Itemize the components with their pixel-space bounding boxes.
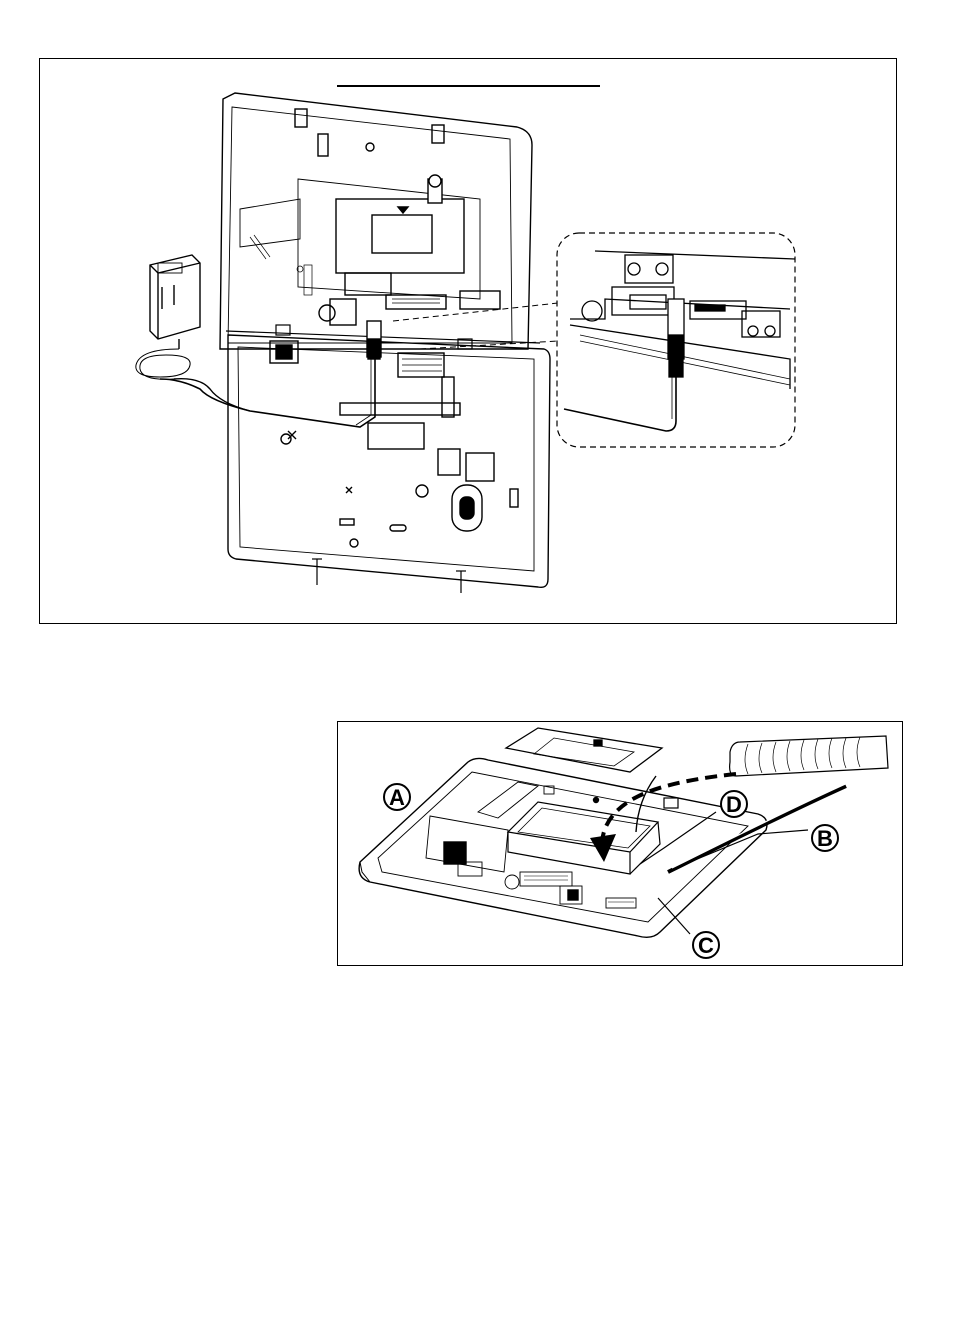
battery-line-drawing: A B C D [338, 722, 904, 967]
svg-text:A: A [389, 785, 405, 810]
detail-inset [557, 233, 795, 447]
panel-line-drawing [40, 59, 898, 625]
screws [312, 559, 466, 593]
power-adapter [136, 255, 250, 411]
callout-b: B [812, 825, 838, 851]
base-housing [359, 758, 767, 937]
battery-pack [730, 736, 888, 776]
cover-plate [506, 728, 662, 772]
svg-text:C: C [698, 933, 714, 958]
figure-battery-installation: A B C D [337, 721, 903, 966]
callout-d: D [721, 791, 747, 817]
figure-power-adapter-wiring [39, 58, 897, 624]
svg-text:D: D [726, 792, 742, 817]
front-housing [160, 321, 550, 587]
zoom-leaders [393, 303, 558, 349]
svg-text:B: B [817, 826, 833, 851]
callout-c: C [693, 932, 719, 958]
callout-a: A [384, 784, 410, 810]
